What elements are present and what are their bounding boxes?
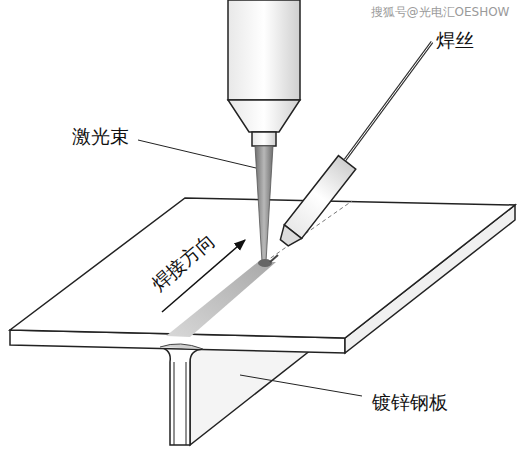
weld-section	[160, 344, 203, 349]
wire-feeder	[276, 156, 356, 250]
web-front	[160, 347, 203, 445]
laser-nozzle	[228, 100, 300, 132]
leader-line	[240, 375, 362, 396]
laser-tip	[252, 132, 276, 146]
leader-line	[138, 140, 256, 168]
part-label: 焊丝	[436, 29, 474, 52]
web-edge	[186, 362, 187, 445]
wire-end	[270, 255, 278, 262]
wire	[345, 42, 432, 160]
laser-beam	[255, 146, 273, 262]
wire-core	[345, 42, 432, 160]
watermark: 搜狐号@光电汇OESHOW	[371, 5, 510, 19]
part-label: 镀锌钢板	[372, 391, 448, 414]
web-edge	[174, 362, 175, 445]
weld-pool	[258, 259, 272, 267]
part-label: 激光束	[72, 125, 129, 148]
laser-head	[228, 0, 300, 100]
